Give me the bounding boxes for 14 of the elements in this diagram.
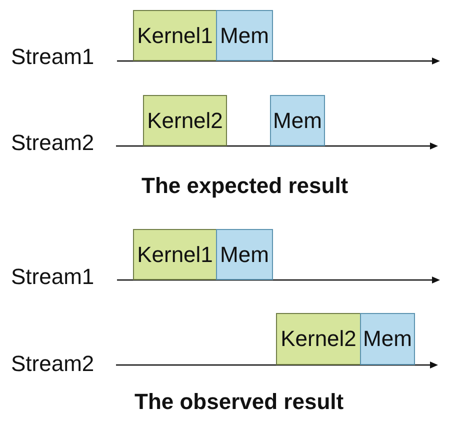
- stream-label: Stream1: [11, 44, 94, 70]
- kernel-box: Kernel2: [143, 95, 227, 146]
- stream-label: Stream2: [11, 130, 94, 156]
- stream-label: Stream1: [11, 264, 94, 290]
- stream-label: Stream2: [11, 351, 94, 377]
- caption: The expected result: [142, 173, 348, 199]
- kernel-box: Kernel2: [276, 313, 361, 365]
- caption: The observed result: [134, 389, 344, 415]
- memory-box: Mem: [360, 313, 415, 365]
- kernel-box: Kernel1: [133, 229, 217, 280]
- memory-box: Mem: [216, 10, 273, 61]
- memory-box: Mem: [270, 95, 325, 146]
- memory-box: Mem: [216, 229, 273, 280]
- kernel-box: Kernel1: [133, 10, 217, 61]
